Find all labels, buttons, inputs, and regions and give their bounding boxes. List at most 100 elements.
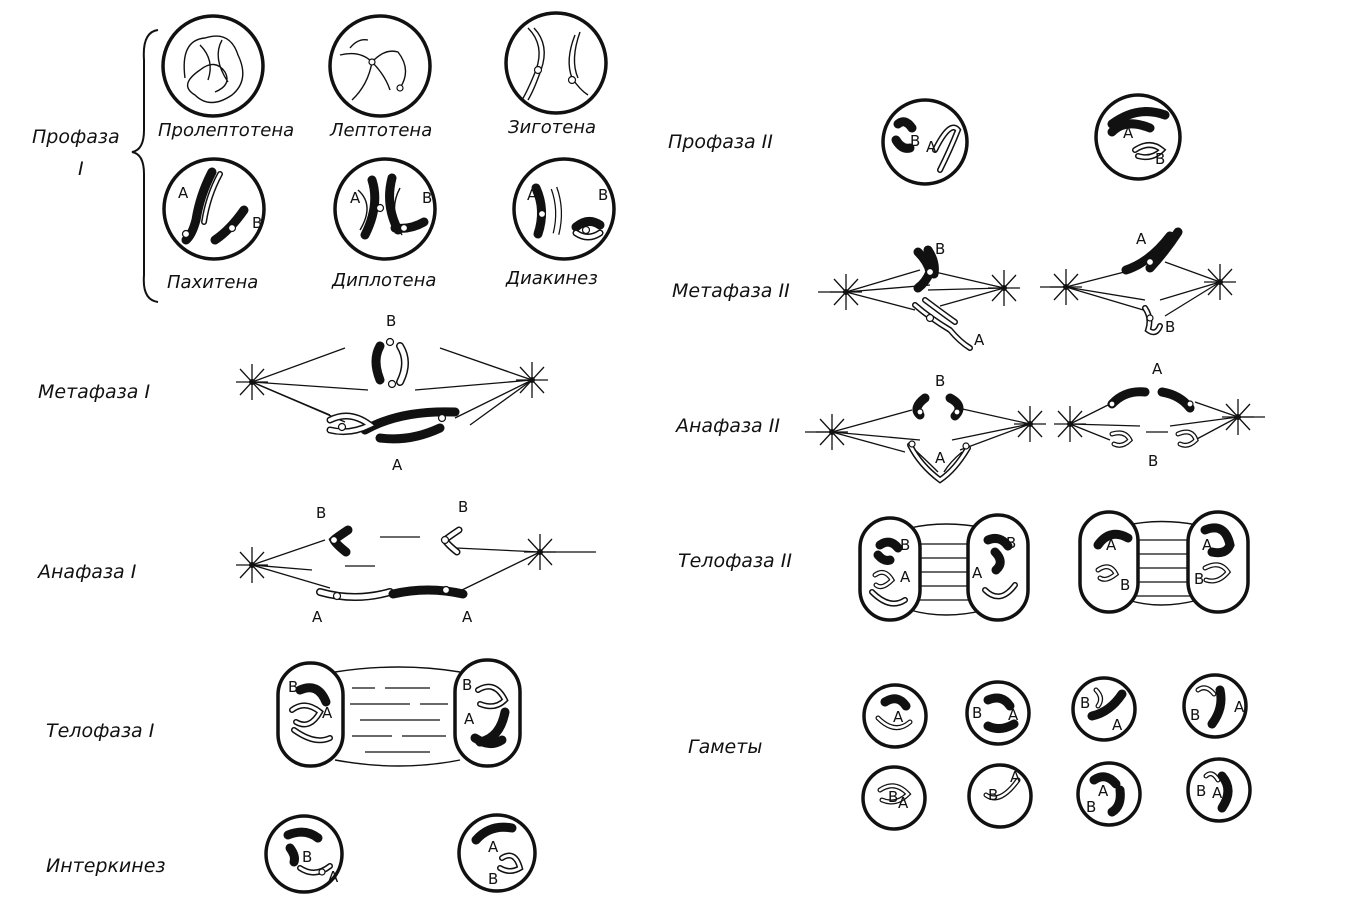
- prophase1-cell-diakinesis: A B: [512, 157, 616, 261]
- interkinesis-label-b-right: B: [488, 870, 498, 888]
- prophase2-cell-left: B A: [881, 98, 969, 186]
- metaphase2-label-b-right: B: [1165, 318, 1175, 336]
- telophase2-label-b-2: B: [1006, 534, 1016, 552]
- telophase1-label-a-right: A: [464, 710, 475, 728]
- metaphase2-label-b: B: [935, 240, 945, 258]
- metaphase1-label-a: A: [392, 456, 403, 474]
- prophase2-label-b-left: B: [910, 132, 920, 150]
- gamete-2-label-a: A: [1008, 706, 1019, 724]
- gamete-6: B A: [967, 763, 1033, 829]
- telophase2-label: Телофаза II: [678, 550, 792, 572]
- prophase1-section: Профаза I Пролептотена Лептотена Зиготен…: [32, 11, 616, 303]
- prophase1-cell-pachytene: A B: [162, 157, 266, 261]
- telophase2-label-a-4: A: [1202, 536, 1213, 554]
- gamete-4: B A: [1182, 673, 1248, 739]
- metaphase2-spindle-right: [1040, 261, 1237, 317]
- diplotene-label-a: A: [350, 189, 361, 207]
- gamete-3-label-b: B: [1080, 694, 1090, 712]
- gamete-2: B A: [965, 680, 1031, 746]
- gamete-1: A: [862, 683, 928, 749]
- metaphase2-label-a-right: A: [1136, 230, 1147, 248]
- metaphase2-chromosome-a-right: A: [1121, 227, 1183, 275]
- gametes-label: Гаметы: [688, 736, 762, 758]
- anaphase1-section: Анафаза I B B A A: [36, 498, 596, 626]
- anaphase2-spindle-left: [805, 405, 1047, 453]
- telophase2-label-b-3: B: [1120, 576, 1130, 594]
- prophase2-label-b-right: B: [1155, 150, 1165, 168]
- telophase1-label: Телофаза I: [46, 720, 155, 742]
- anaphase1-chromatid-a-right: A: [393, 587, 473, 626]
- telophase2-label-a-3: A: [1106, 536, 1117, 554]
- anaphase1-label-b-left: B: [316, 504, 326, 522]
- prophase1-cell-proleptotene: [161, 14, 265, 118]
- pachytene-label-a: A: [178, 184, 189, 202]
- telophase1-section: Телофаза I B A B: [46, 658, 522, 768]
- gamete-2-label-b: B: [972, 704, 982, 722]
- telophase2-label-a-1: A: [900, 568, 911, 586]
- gamete-6-label-b: B: [988, 786, 998, 804]
- anaphase2-label-b-right: B: [1148, 452, 1158, 470]
- telophase2-pair-left: B A B A: [858, 513, 1030, 622]
- anaphase1-spindle: [235, 533, 596, 591]
- gamete-8: B A: [1186, 757, 1252, 823]
- anaphase2-label-b: B: [935, 372, 945, 390]
- gamete-6-label-a: A: [1010, 768, 1021, 786]
- metaphase2-chromosome-a: A: [912, 297, 985, 351]
- telophase2-label-b-1: B: [900, 536, 910, 554]
- telophase1-cell-right: B A: [453, 658, 522, 768]
- metaphase2-label: Метафаза II: [672, 280, 790, 302]
- prophase1-brace: [131, 29, 159, 303]
- anaphase1-chromatid-b-left: B: [316, 504, 348, 552]
- anaphase2-chromatids-b: B: [912, 372, 964, 421]
- gamete-4-label-a: A: [1234, 698, 1245, 716]
- interkinesis-label-a-left: A: [328, 868, 339, 886]
- substage-diakinesis: Диакинез: [505, 268, 598, 289]
- gamete-4-label-b: B: [1190, 706, 1200, 724]
- prophase1-cell-diplotene: A B: [333, 157, 437, 261]
- anaphase1-chromatid-b-right: B: [442, 498, 468, 552]
- telophase1-cell-left: B A: [276, 661, 345, 768]
- diakinesis-label-b: B: [598, 186, 608, 204]
- prophase2-label-a-right: A: [1123, 124, 1134, 142]
- prophase1-cell-zygotene: [504, 11, 608, 115]
- diplotene-label-b: B: [422, 189, 432, 207]
- anaphase2-section: Анафаза II B A: [674, 360, 1265, 484]
- gamete-1-label-a: A: [893, 708, 904, 726]
- anaphase1-chromatid-a-left: A: [312, 592, 390, 626]
- anaphase2-chromatids-a-right: A: [1107, 360, 1195, 413]
- prophase2-cell-right: A B: [1094, 93, 1182, 181]
- anaphase2-chromatids-a: A: [907, 440, 971, 484]
- metaphase2-label-a: A: [974, 331, 985, 349]
- anaphase2-label-a-right: A: [1152, 360, 1163, 378]
- telophase1-spindle-remnant: [334, 666, 461, 767]
- anaphase2-label-a: A: [935, 449, 946, 467]
- metaphase1-section: Метафаза I B A: [38, 312, 549, 474]
- telophase2-label-a-2: A: [972, 564, 983, 582]
- interkinesis-cell-right: A B: [457, 813, 537, 893]
- anaphase2-chromatids-b-right: B: [1109, 429, 1199, 470]
- gamete-8-label-b: B: [1196, 782, 1206, 800]
- interkinesis-label: Интеркинез: [46, 855, 166, 877]
- substage-leptotene: Лептотена: [329, 120, 432, 141]
- metaphase2-section: Метафаза II B A: [672, 227, 1237, 351]
- interkinesis-section: Интеркинез B A A B: [46, 813, 537, 894]
- metaphase1-spindle: [235, 347, 549, 426]
- anaphase1-label-a-right: A: [462, 608, 473, 626]
- gamete-8-label-a: A: [1212, 784, 1223, 802]
- gamete-7-label-b: B: [1086, 798, 1096, 816]
- telophase1-label-b-left: B: [288, 678, 298, 696]
- metaphase1-label: Метафаза I: [38, 381, 150, 403]
- prophase2-label: Профаза II: [668, 131, 773, 153]
- metaphase1-bivalent-a: A: [326, 407, 460, 474]
- gamete-5: B A: [861, 765, 927, 831]
- gamete-3-label-a: A: [1112, 716, 1123, 734]
- metaphase2-chromosome-b: B: [913, 240, 945, 293]
- anaphase1-label-a-left: A: [312, 608, 323, 626]
- interkinesis-label-b-left: B: [302, 848, 312, 866]
- gamete-5-label-b: B: [888, 788, 898, 806]
- anaphase1-label-b-right: B: [458, 498, 468, 516]
- anaphase2-label: Анафаза II: [674, 415, 780, 437]
- pachytene-label-b: B: [252, 214, 262, 232]
- anaphase1-label: Анафаза I: [36, 561, 137, 583]
